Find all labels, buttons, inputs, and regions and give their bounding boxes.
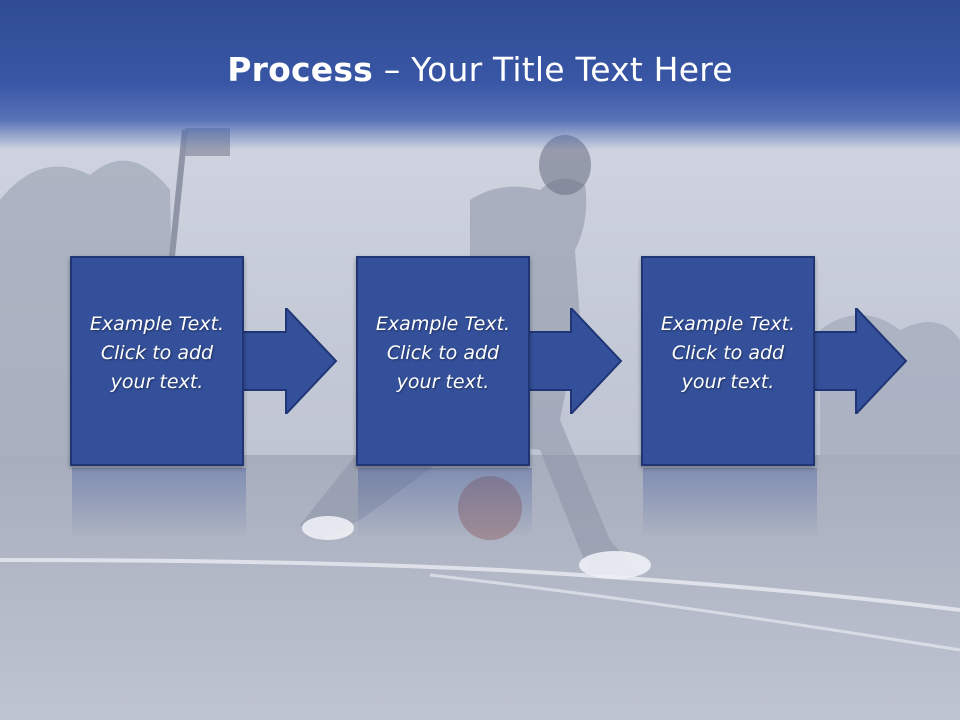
step-2-arrow-icon [523, 308, 623, 414]
slide-title[interactable]: Process – Your Title Text Here [0, 50, 960, 89]
step-3-text: Example Text. Click to add your text. [660, 313, 796, 393]
header-band [0, 0, 960, 150]
step-3-reflection [643, 468, 817, 538]
step-1-reflection [72, 468, 246, 538]
step-box-2[interactable]: Example Text. Click to add your text. [356, 256, 530, 466]
step-box-1[interactable]: Example Text. Click to add your text. [70, 256, 244, 466]
title-rest-text: – Your Title Text Here [373, 50, 733, 89]
step-1-text: Example Text. Click to add your text. [89, 313, 225, 393]
step-box-3[interactable]: Example Text. Click to add your text. [641, 256, 815, 466]
step-2-reflection [358, 468, 532, 538]
step-1-arrow-icon [238, 308, 338, 414]
step-3-arrow-icon [808, 308, 908, 414]
title-bold-text: Process [227, 50, 374, 89]
step-2-text: Example Text. Click to add your text. [375, 313, 511, 393]
